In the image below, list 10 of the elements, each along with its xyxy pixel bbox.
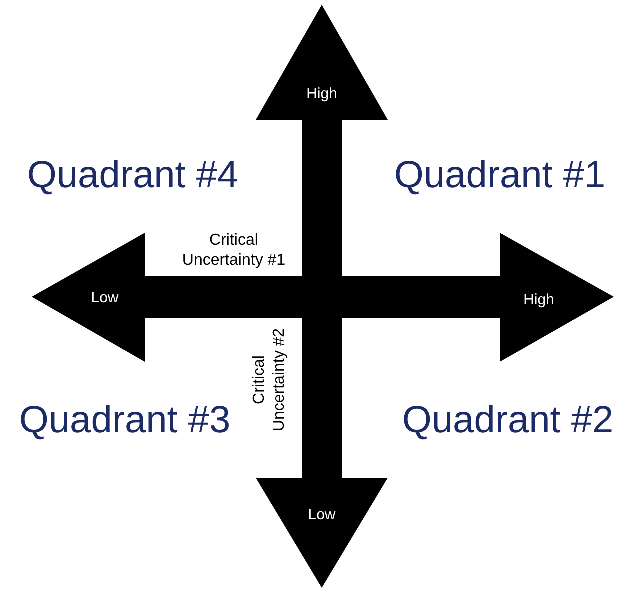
quadrant-label: Quadrant #3 xyxy=(19,400,231,442)
quadrant-label: Quadrant #1 xyxy=(394,154,606,198)
axis-end-label: Low xyxy=(308,506,336,524)
quadrant-label: Quadrant #4 xyxy=(27,154,239,198)
axis-title: Critical Uncertainty #1 xyxy=(181,231,287,271)
quadrant-label: Quadrant #2 xyxy=(402,400,614,442)
axis-end-label: High xyxy=(524,292,554,308)
axis-end-label: Low xyxy=(91,290,119,306)
axis-title: Critical Uncertainty #2 xyxy=(250,327,289,434)
axis-end-label: High xyxy=(306,86,338,102)
